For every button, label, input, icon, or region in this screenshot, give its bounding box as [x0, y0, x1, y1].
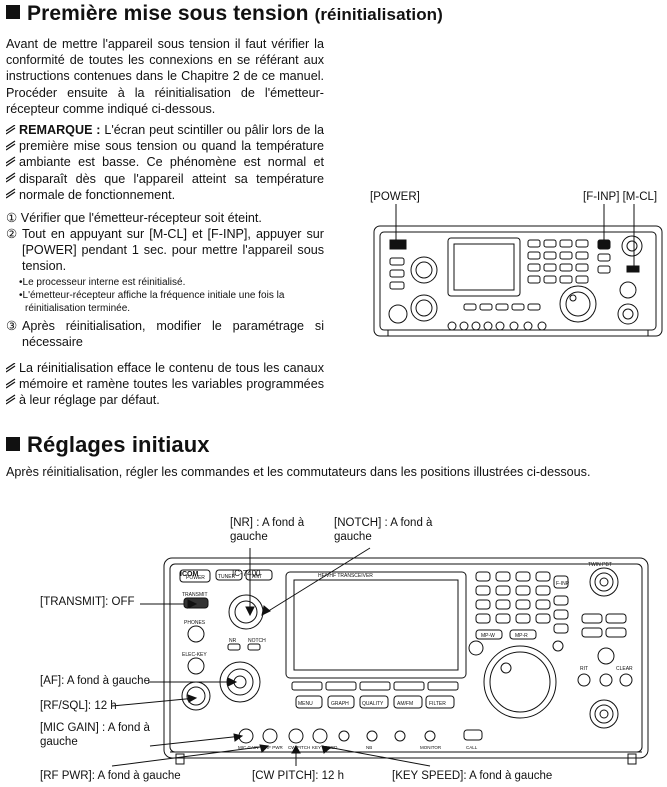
section2-title: Réglages initiaux — [27, 432, 210, 457]
device-micgain-label: MIC GAIN — [238, 745, 259, 750]
transceiver-front-panel: ICOM IC-7400 HF/VHF TRANSCEIVER POWER TU… — [111, 547, 649, 767]
section2-heading: Réglages initiaux — [6, 432, 210, 458]
device-tuner-label: TUNER — [218, 574, 236, 580]
step-1-number: ① — [6, 211, 18, 225]
device-display-title: HF/VHF TRANSCEIVER — [318, 573, 373, 579]
section1-subtitle: (réinitialisation) — [314, 5, 443, 24]
device-quality-label: QUALITY — [362, 701, 384, 707]
callout-rfpwr: [RF PWR]: A fond à gauche — [40, 770, 181, 782]
callout-keyspeed: [KEY SPEED]: A fond à gauche — [392, 770, 553, 782]
device-elec-key-label: ELEC-KEY — [182, 652, 207, 658]
device-phones-label: PHONES — [184, 620, 206, 626]
device-twin-pbt-label: TWIN PBT — [588, 562, 612, 568]
transceiver-small-figure — [373, 204, 663, 337]
step-2-text: Tout en appuyant sur [M-CL] et [F-INP], … — [22, 227, 324, 274]
device-amfm-label: AM/FM — [397, 701, 413, 707]
callout-af: [AF]: A fond à gauche — [40, 675, 150, 687]
device-brand: ICOM — [180, 571, 198, 578]
warning-block: La réinitialisation efface le contenu de… — [6, 360, 324, 409]
fig-label-power: [POWER] — [370, 191, 420, 203]
step-3-text: Après réinitialisation, modifier le para… — [22, 319, 324, 350]
device-filter-label: FILTER — [429, 701, 446, 707]
callout-nr: [NR] : A fond à gauche — [230, 517, 305, 543]
section1-title: Première mise sous tension — [27, 2, 309, 25]
device-rit-label: RIT — [580, 666, 588, 672]
step-1: ① Vérifier que l'émetteur-récepteur soit… — [6, 210, 324, 226]
callout-rfsql: [RF/SQL]: 12 h — [40, 700, 117, 712]
device-model: IC-7400 — [232, 569, 261, 578]
bullet-list: •Le processeur interne est réinitialisé.… — [19, 276, 325, 315]
device-nb-label: NB — [366, 745, 372, 750]
device-mpr-label: MP-R — [515, 633, 528, 639]
remark-label: REMARQUE : — [19, 123, 101, 137]
step-3-number: ③ — [6, 319, 18, 333]
step-2: ② Tout en appuyant sur [M-CL] et [F-INP]… — [6, 226, 324, 275]
step-3: ③ Après réinitialisation, modifier le pa… — [6, 318, 324, 350]
device-notch-label: NOTCH — [248, 638, 266, 644]
callout-cwpitch: [CW PITCH]: 12 h — [252, 770, 345, 782]
device-mpw-label: MP-W — [481, 633, 495, 639]
device-clear-label: CLEAR — [616, 666, 633, 672]
section2-intro: Après réinitialisation, régler les comma… — [6, 465, 591, 479]
device-rfpwr-label: RF PWR — [265, 745, 283, 750]
callout-micgain: [MIC GAIN] : A fond à gauche — [40, 722, 150, 748]
remark-text: L'écran peut scintiller ou pâlir lors de… — [19, 123, 324, 202]
remark-block: REMARQUE : L'écran peut scintiller ou pâ… — [6, 122, 324, 203]
device-power-label: POWER — [186, 575, 205, 581]
device-keyspeed-label: KEY SPEED — [312, 745, 338, 750]
step-2-number: ② — [6, 227, 18, 241]
device-cwpitch-label: CW PITCH — [288, 745, 310, 750]
bullet-item: •L'émetteur-récepteur affiche la fréquen… — [19, 290, 285, 314]
callout-notch: [NOTCH] : A fond à gauche — [334, 517, 433, 543]
device-monitor-label: MONITOR — [420, 745, 442, 750]
step-1-text: Vérifier que l'émetteur-récepteur soit é… — [20, 211, 262, 225]
device-ant-label: ANT — [252, 574, 262, 580]
device-graph-label: GRAPH — [331, 701, 349, 707]
device-transmit-label: TRANSMIT — [182, 592, 208, 598]
bullet-item: •Le processeur interne est réinitialisé. — [19, 277, 186, 288]
device-call-label: CALL — [466, 745, 478, 750]
device-nr-label: NR — [229, 638, 237, 644]
heading-square-icon — [6, 437, 20, 451]
callout-transmit: [TRANSMIT]: OFF — [40, 596, 135, 608]
fig-label-finp-mcl: [F-INP] [M-CL] — [583, 191, 658, 203]
section1-intro: Avant de mettre l'appareil sous tension … — [6, 37, 324, 116]
hatch-icon — [6, 363, 16, 405]
section1-heading: Première mise sous tension (réinitialisat… — [6, 2, 443, 26]
hatch-icon — [6, 125, 16, 199]
device-finp-label: F-INP — [556, 581, 570, 587]
heading-square-icon — [6, 5, 20, 19]
device-menu-label: MENU — [298, 701, 313, 707]
warning-text: La réinitialisation efface le contenu de… — [19, 361, 324, 408]
